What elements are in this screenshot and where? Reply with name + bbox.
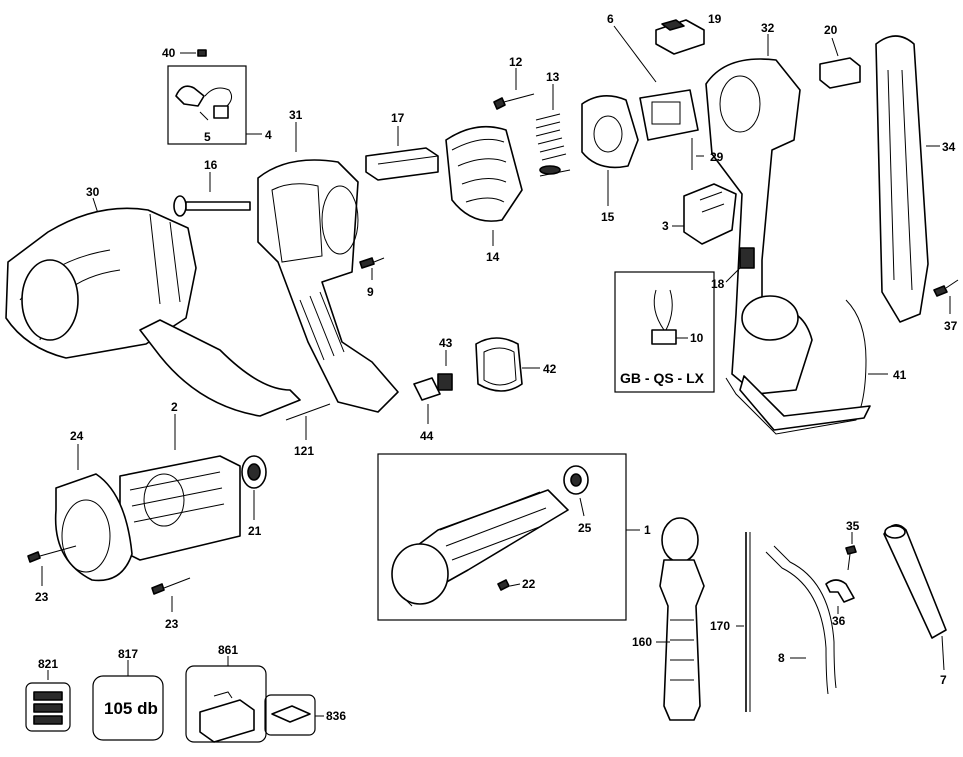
callout-42: 42 xyxy=(543,362,557,376)
part-34-cover xyxy=(875,35,940,323)
callout-5: 5 xyxy=(204,130,211,144)
callout-20: 20 xyxy=(824,23,838,37)
callout-22: 22 xyxy=(522,577,536,591)
callout-44: 44 xyxy=(420,429,434,443)
callout-7: 7 xyxy=(940,673,947,687)
part-170-depth-rod xyxy=(736,532,751,712)
part-160-side-handle xyxy=(656,517,705,721)
part-21-bearing xyxy=(241,455,267,520)
callout-10: 10 xyxy=(690,331,704,345)
part-29-pin xyxy=(691,138,704,170)
part-1-armature-kit xyxy=(377,453,640,621)
callout-4: 4 xyxy=(265,128,272,142)
part-861-case xyxy=(185,656,267,743)
part-12-screw xyxy=(493,68,535,110)
callout-17: 17 xyxy=(391,111,405,125)
region-box-gb-qs-lx xyxy=(614,271,715,393)
part-7-cord-sleeve xyxy=(883,524,947,671)
callout-861: 861 xyxy=(218,643,238,657)
callout-13: 13 xyxy=(546,70,560,84)
part-35-screw xyxy=(845,532,857,571)
part-20-clip xyxy=(819,37,861,89)
noise-level-text: 105 db xyxy=(104,699,158,718)
callout-121: 121 xyxy=(294,444,314,458)
callout-6: 6 xyxy=(607,12,614,26)
region-box-frame xyxy=(614,271,715,393)
callout-31: 31 xyxy=(289,108,303,122)
part-13-springs xyxy=(535,84,571,177)
callout-40: 40 xyxy=(162,46,176,60)
part-15-brush-cover xyxy=(581,95,639,206)
callout-9: 9 xyxy=(367,285,374,299)
callout-19: 19 xyxy=(708,12,722,26)
callout-821: 821 xyxy=(38,657,58,671)
part-836-insert xyxy=(264,694,324,736)
callout-170: 170 xyxy=(710,619,730,633)
callout-43: 43 xyxy=(439,336,453,350)
part-23-screw-b xyxy=(151,577,191,612)
callout-8: 8 xyxy=(778,651,785,665)
part-14-boot xyxy=(445,125,523,246)
callout-30: 30 xyxy=(86,185,100,199)
part-6-collar xyxy=(613,25,699,141)
callout-12: 12 xyxy=(509,55,523,69)
callout-836: 836 xyxy=(326,709,346,723)
part-9-screw xyxy=(359,257,385,280)
callout-817: 817 xyxy=(118,647,138,661)
callout-1: 1 xyxy=(644,523,651,537)
part-23-screw-a xyxy=(27,545,77,586)
part-44-brush-tube xyxy=(413,377,441,424)
part-41-cord xyxy=(725,299,888,435)
callout-29: 29 xyxy=(710,150,724,164)
callout-23a: 23 xyxy=(35,590,49,604)
part-121-pin xyxy=(285,403,331,440)
callout-25: 25 xyxy=(578,521,592,535)
part-3-switch xyxy=(672,183,737,245)
callout-15: 15 xyxy=(601,210,615,224)
part-4-brush-holder-kit xyxy=(167,65,262,145)
part-18-pad xyxy=(725,247,755,283)
part-37-screw xyxy=(933,279,959,314)
part-42-rubber-band xyxy=(475,337,540,392)
part-36-clamp xyxy=(825,579,855,614)
callout-160: 160 xyxy=(632,635,652,649)
part-2-stator xyxy=(119,414,241,561)
callout-41: 41 xyxy=(893,368,907,382)
part-40-screw xyxy=(180,49,207,57)
part-821-label xyxy=(25,670,71,732)
callout-2: 2 xyxy=(171,400,178,414)
part-19-lock-button xyxy=(655,19,705,55)
callout-16: 16 xyxy=(204,158,218,172)
callout-34: 34 xyxy=(942,140,956,154)
callout-37: 37 xyxy=(944,319,958,333)
part-30-motor-housing xyxy=(5,197,301,417)
part-32-handle-half xyxy=(705,34,813,395)
part-817-noise-label xyxy=(92,660,164,741)
callout-3: 3 xyxy=(662,219,669,233)
callout-36: 36 xyxy=(832,614,846,628)
part-8-cable xyxy=(765,545,837,695)
part-43-brush xyxy=(437,350,453,391)
part-16-bolt xyxy=(173,172,251,217)
callout-14: 14 xyxy=(486,250,500,264)
callout-35: 35 xyxy=(846,519,860,533)
callout-24: 24 xyxy=(70,429,84,443)
kit-box-4 xyxy=(167,65,247,145)
part-17-key-bar xyxy=(365,126,439,181)
callout-23b: 23 xyxy=(165,617,179,631)
part-31-handle-housing xyxy=(257,122,399,413)
callout-21: 21 xyxy=(248,524,262,538)
callout-18: 18 xyxy=(711,277,725,291)
part-24-baffle xyxy=(54,444,133,582)
armature-kit-box xyxy=(377,453,627,621)
region-box-label: GB - QS - LX xyxy=(620,370,705,386)
callout-32: 32 xyxy=(761,21,775,35)
